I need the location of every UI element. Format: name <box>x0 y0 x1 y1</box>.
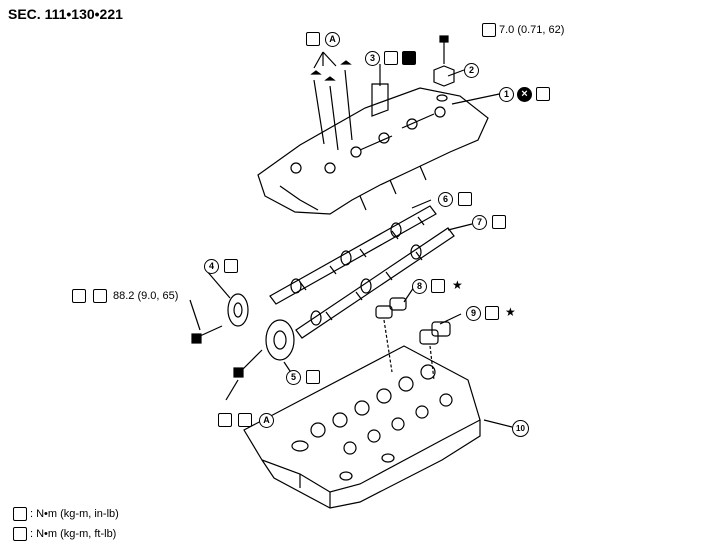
oil-can-icon <box>72 289 86 303</box>
torque-wrench-icon <box>13 507 27 521</box>
torque-wrench-icon <box>482 23 496 37</box>
callout-6: 6 <box>438 192 453 207</box>
symbol-a: A <box>325 32 340 47</box>
sealant-icon <box>402 51 416 65</box>
do-not-reuse-icon: × <box>517 87 532 102</box>
symbol-a: A <box>259 413 274 428</box>
torque-value-left: 88.2 (9.0, 65) <box>113 290 179 302</box>
oil-can-icon <box>536 87 550 101</box>
star-symbol: ★ <box>452 278 463 292</box>
oil-can-icon <box>218 413 232 427</box>
callout-7: 7 <box>472 215 487 230</box>
callout-3: 3 <box>365 51 380 66</box>
oil-can-icon <box>492 215 506 229</box>
callout-8: 8 <box>412 279 427 294</box>
oil-can-icon <box>306 370 320 384</box>
callout-10: 10 <box>512 420 529 437</box>
oil-can-icon <box>431 279 445 293</box>
callout-4: 4 <box>204 259 219 274</box>
star-symbol: ★ <box>505 305 516 319</box>
legend-in-lb: : N•m (kg-m, in-lb) <box>30 508 119 520</box>
callout-2: 2 <box>464 63 479 78</box>
oil-can-icon <box>458 192 472 206</box>
oil-can-icon <box>485 306 499 320</box>
torque-wrench-icon <box>238 413 252 427</box>
legend-ft-lb: : N•m (kg-m, ft-lb) <box>30 528 117 540</box>
callout-9: 9 <box>466 306 481 321</box>
oil-can-icon <box>224 259 238 273</box>
callout-5: 5 <box>286 370 301 385</box>
torque-wrench-icon <box>306 32 320 46</box>
torque-wrench-icon <box>13 527 27 541</box>
oil-can-icon <box>384 51 398 65</box>
torque-value-top: 7.0 (0.71, 62) <box>499 24 565 36</box>
callout-1: 1 <box>499 87 514 102</box>
section-label: SEC. 111•130•221 <box>8 6 123 22</box>
torque-wrench-icon <box>93 289 107 303</box>
